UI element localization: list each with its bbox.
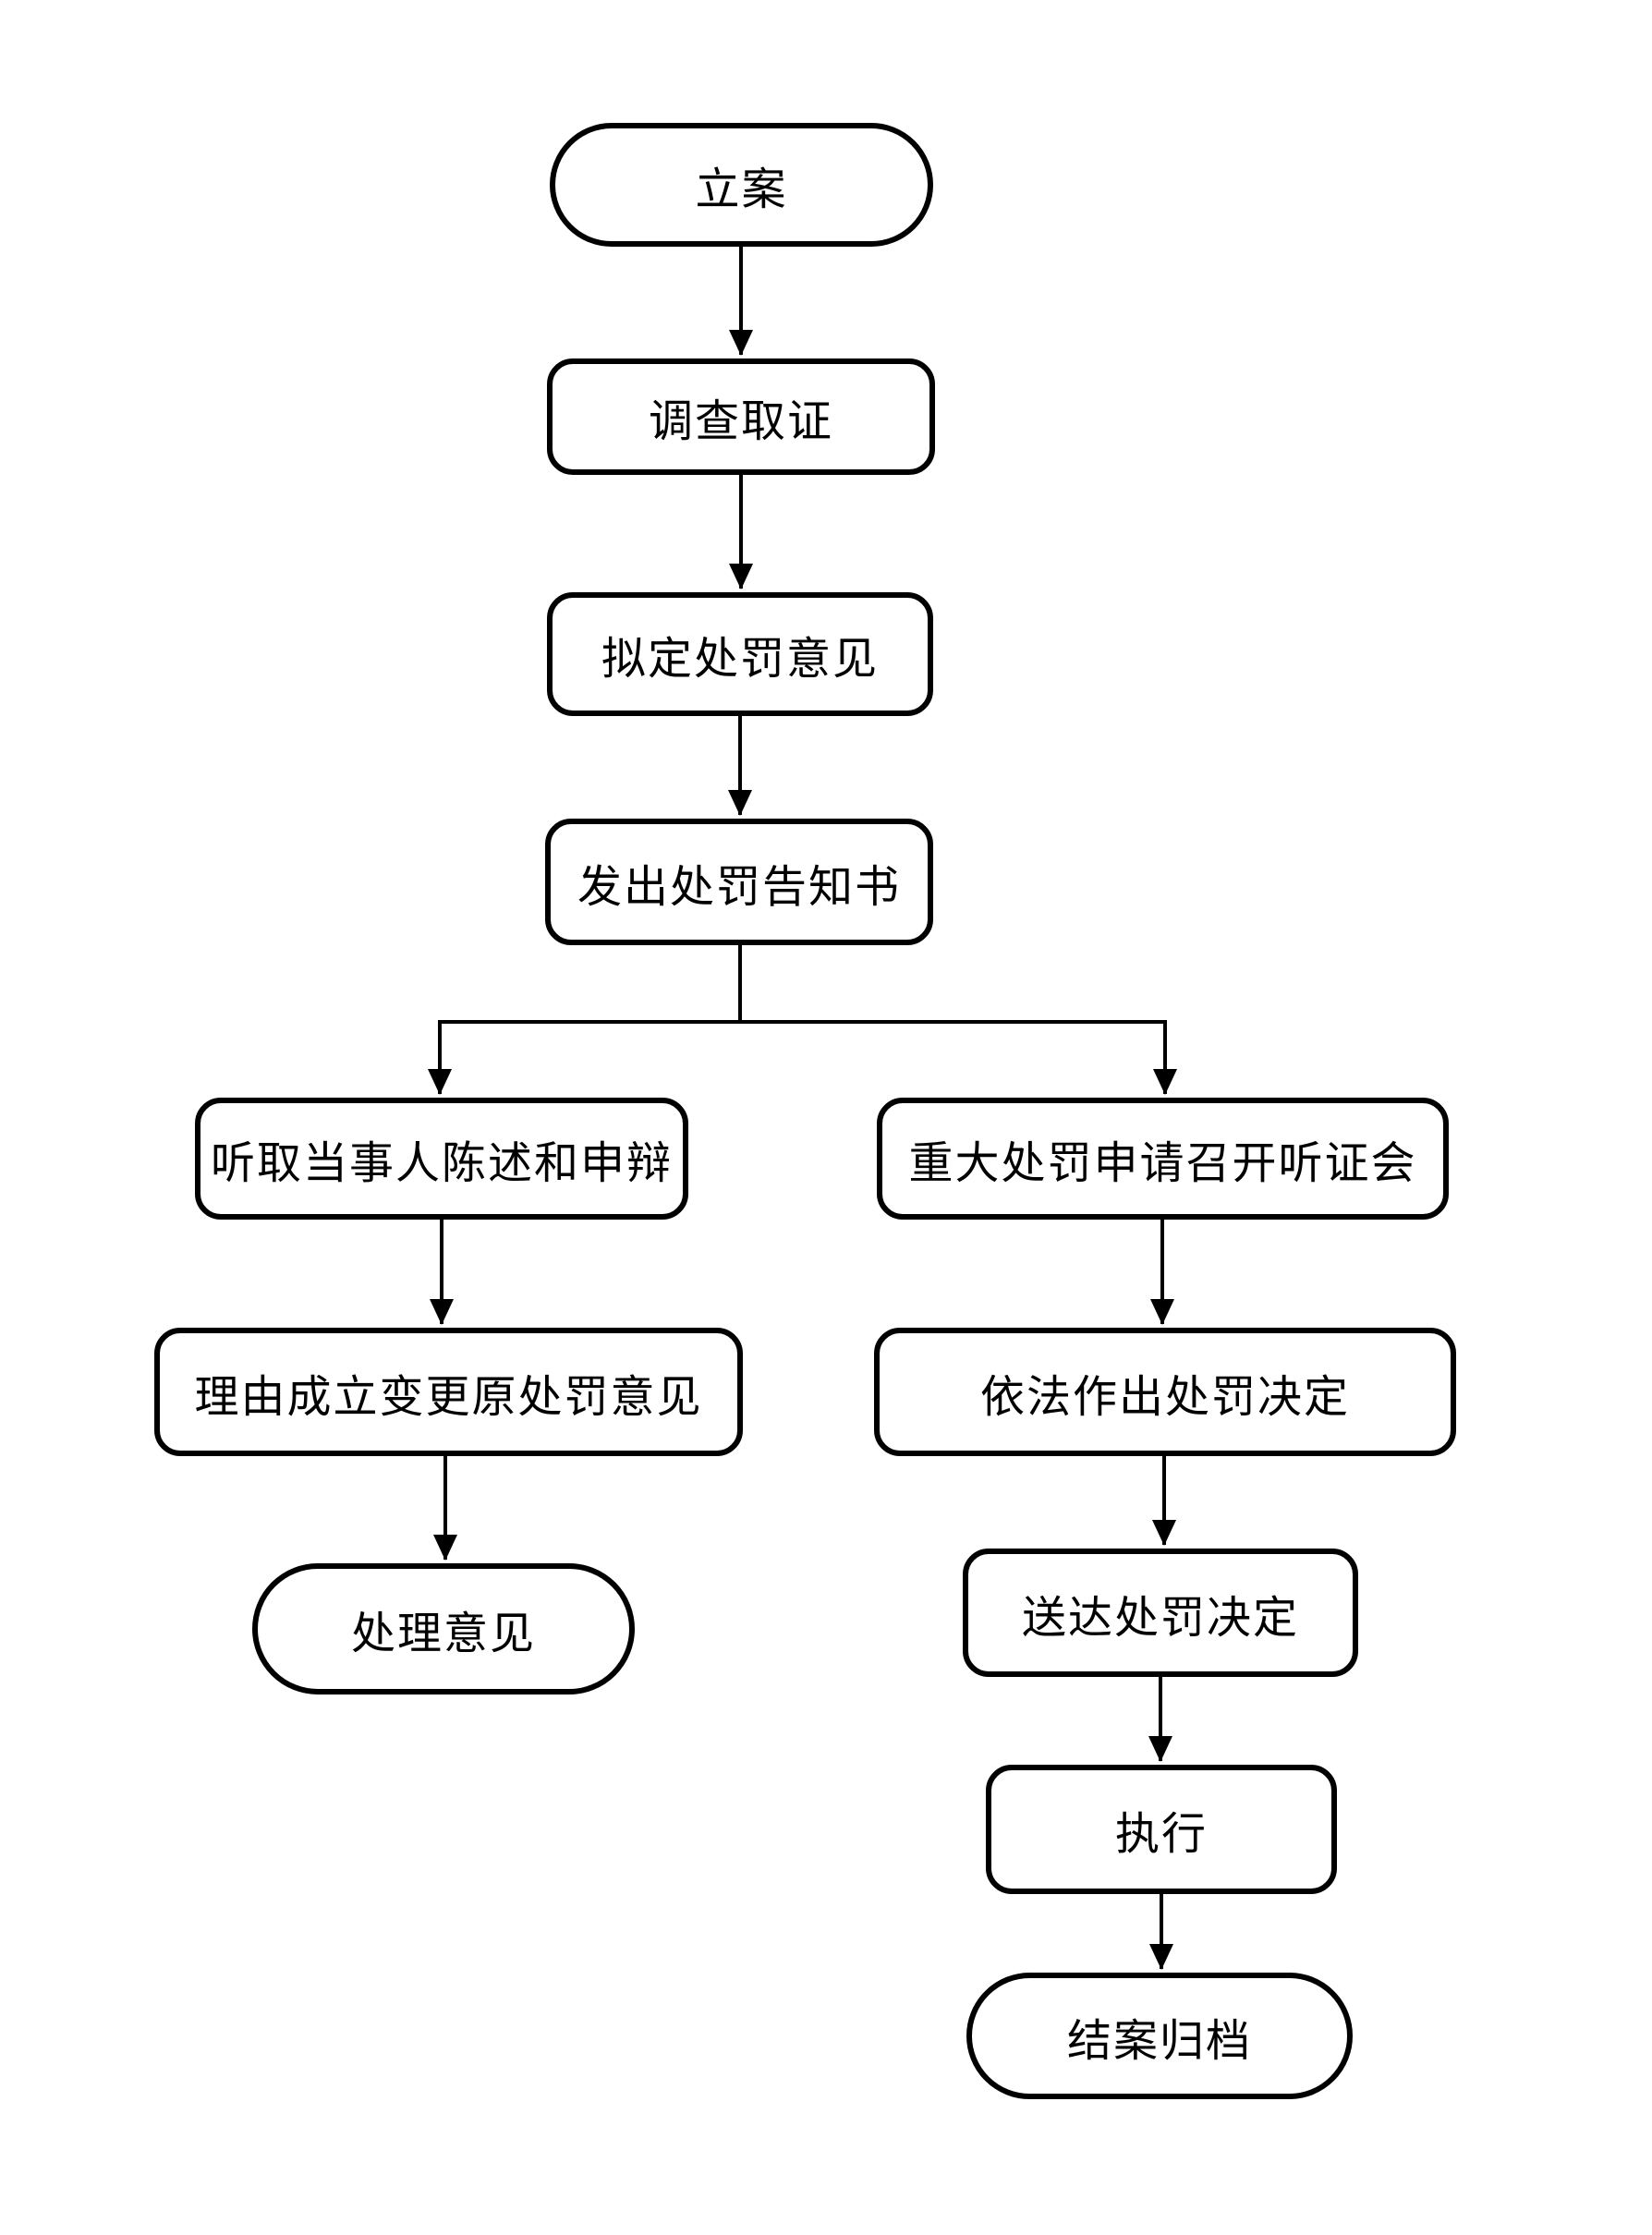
flow-node-label: 重大处罚申请召开听证会: [908, 1139, 1417, 1188]
flow-node-deliver-decision: 送达处罚决定: [963, 1549, 1358, 1677]
flow-node-execute: 执行: [986, 1765, 1337, 1894]
flow-node-label: 执行: [1114, 1810, 1208, 1859]
flow-node-hear-statement: 听取当事人陈述和申辩: [195, 1098, 688, 1220]
flow-node-start: 立案: [550, 123, 933, 247]
flow-node-draft-opinion: 拟定处罚意见: [547, 592, 933, 716]
flow-node-modify-opinion: 理由成立变更原处罚意见: [154, 1328, 743, 1456]
flow-node-label: 拟定处罚意见: [601, 635, 879, 684]
flow-node-label: 发出处罚告知书: [577, 862, 901, 912]
flow-node-label: 听取当事人陈述和申辩: [210, 1139, 673, 1188]
flow-node-label: 立案: [695, 165, 788, 214]
flow-node-label: 结案归档: [1066, 2016, 1252, 2066]
flow-node-label: 依法作出处罚决定: [979, 1372, 1350, 1422]
flow-node-label: 理由成立变更原处罚意见: [194, 1372, 703, 1422]
flow-node-investigate: 调查取证: [547, 358, 935, 475]
flow-node-label: 调查取证: [648, 397, 833, 446]
flow-node-handling-opinion: 处理意见: [252, 1563, 635, 1694]
flow-node-close-archive: 结案归档: [966, 1973, 1353, 2099]
flow-node-label: 送达处罚决定: [1021, 1593, 1299, 1643]
flow-node-hearing: 重大处罚申请召开听证会: [877, 1098, 1449, 1220]
flow-node-label: 处理意见: [350, 1609, 536, 1658]
flow-node-issue-notice: 发出处罚告知书: [545, 819, 933, 945]
flow-node-decision: 依法作出处罚决定: [874, 1328, 1456, 1456]
